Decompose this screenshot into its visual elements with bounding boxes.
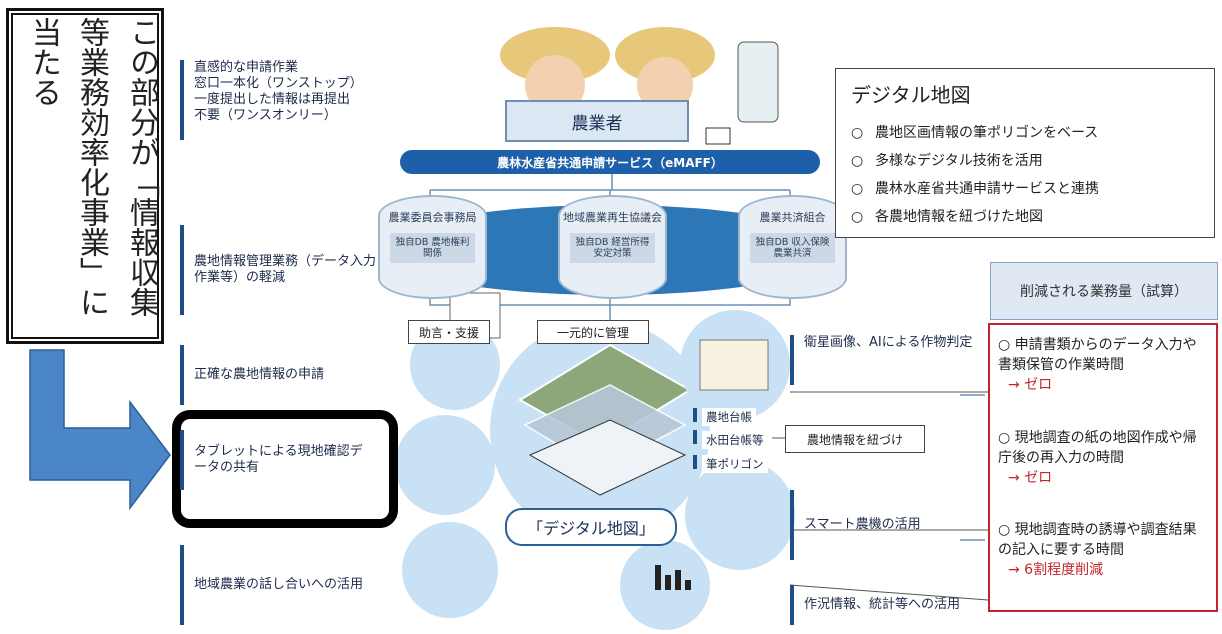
reduction-item: ○ 現地調査時の誘導や調査結果の記入に要する時間 → 6割程度削減 <box>998 522 1197 578</box>
digital-map-box: デジタル地図 ○農地区画情報の筆ポリゴンをベース ○多様なデジタル技術を活用 ○… <box>835 68 1215 238</box>
reduction-header: 削減される業務量（試算） <box>990 262 1218 320</box>
farmer-label: 農業者 <box>505 100 689 142</box>
reduction-item: ○ 申請書類からのデータ入力や書類保管の作業時間 → ゼロ <box>998 337 1197 393</box>
emaff-banner: 農林水産省共通申請サービス（eMAFF） <box>400 150 820 174</box>
note-column-2: 等業務効率化事業」に <box>74 17 109 317</box>
reduction-box: ○ 申請書類からのデータ入力や書類保管の作業時間 → ゼロ ○ 現地調査の紙の地… <box>988 323 1218 612</box>
digital-map-title: デジタル地図 <box>851 83 971 107</box>
map-layer-bottom <box>528 419 687 496</box>
label-satellite: 衛星画像、AIによる作物判定 <box>790 335 974 385</box>
label-tablet: タブレットによる現地確認データの共有 <box>180 430 369 490</box>
list-item: ○農林水産省共通申請サービスと連携 <box>851 181 1099 197</box>
label-accurate-application: 正確な農地情報の申請 <box>180 345 379 405</box>
list-item: ○農地区画情報の筆ポリゴンをベース <box>851 125 1099 141</box>
label-stats: 作況情報、統計等への活用 <box>790 585 999 625</box>
note-column-3: 当たる <box>26 17 61 107</box>
db-agri-committee: 農業委員会事務局 独自DB 農地権利関係 <box>378 195 487 299</box>
db-mutual-aid: 農業共済組合 独自DB 収入保険農業共済 <box>738 195 847 299</box>
farmers-illustration <box>500 27 715 115</box>
list-item: ○各農地情報を紐づけた地図 <box>851 209 1043 225</box>
phone-illustration <box>737 41 779 123</box>
tag-paddy-ledger: 水田台帳等 <box>702 431 768 449</box>
laptop-illustration <box>705 127 731 145</box>
tag-farmland-ledger: 農地台帳 <box>702 408 756 426</box>
link-label: 農地情報を紐づけ <box>785 425 925 453</box>
tablet-circle <box>395 415 495 515</box>
digital-map-list: ○農地区画情報の筆ポリゴンをベース ○多様なデジタル技術を活用 ○農林水産省共通… <box>851 119 1099 231</box>
unified-label: 一元的に管理 <box>537 320 649 344</box>
center-title: 「デジタル地図」 <box>505 508 677 546</box>
list-item: ○多様なデジタル技術を活用 <box>851 153 1043 169</box>
vertical-note-box: この部分が「情報収集 等業務効率化事業」に 当たる <box>6 8 164 344</box>
label-intuitive: 直感的な申請作業 窓口一本化（ワンストップ） 一度提出した情報は再提出 不要（ワ… <box>180 60 363 140</box>
label-talk: 地域農業の話し合いへの活用 <box>180 545 374 625</box>
reduction-item: ○ 現地調査の紙の地図作成や帰庁後の再入力の時間 → ゼロ <box>998 430 1197 486</box>
drone-circle <box>685 460 795 570</box>
tag-polygon: 筆ポリゴン <box>702 455 768 473</box>
note-column-1: この部分が「情報収集 <box>124 17 159 317</box>
highlight-frame <box>172 410 398 528</box>
label-data-entry: 農地情報管理業務（データ入力作業等）の軽減 <box>180 225 384 315</box>
pointer-arrow <box>29 349 171 511</box>
support-label: 助言・支援 <box>408 320 490 344</box>
db-regional-council: 地域農業再生協議会 独自DB 経営所得安定対策 <box>558 195 667 299</box>
label-smart-machinery: スマート農機の活用 <box>790 490 974 560</box>
talk-circle <box>402 522 498 618</box>
